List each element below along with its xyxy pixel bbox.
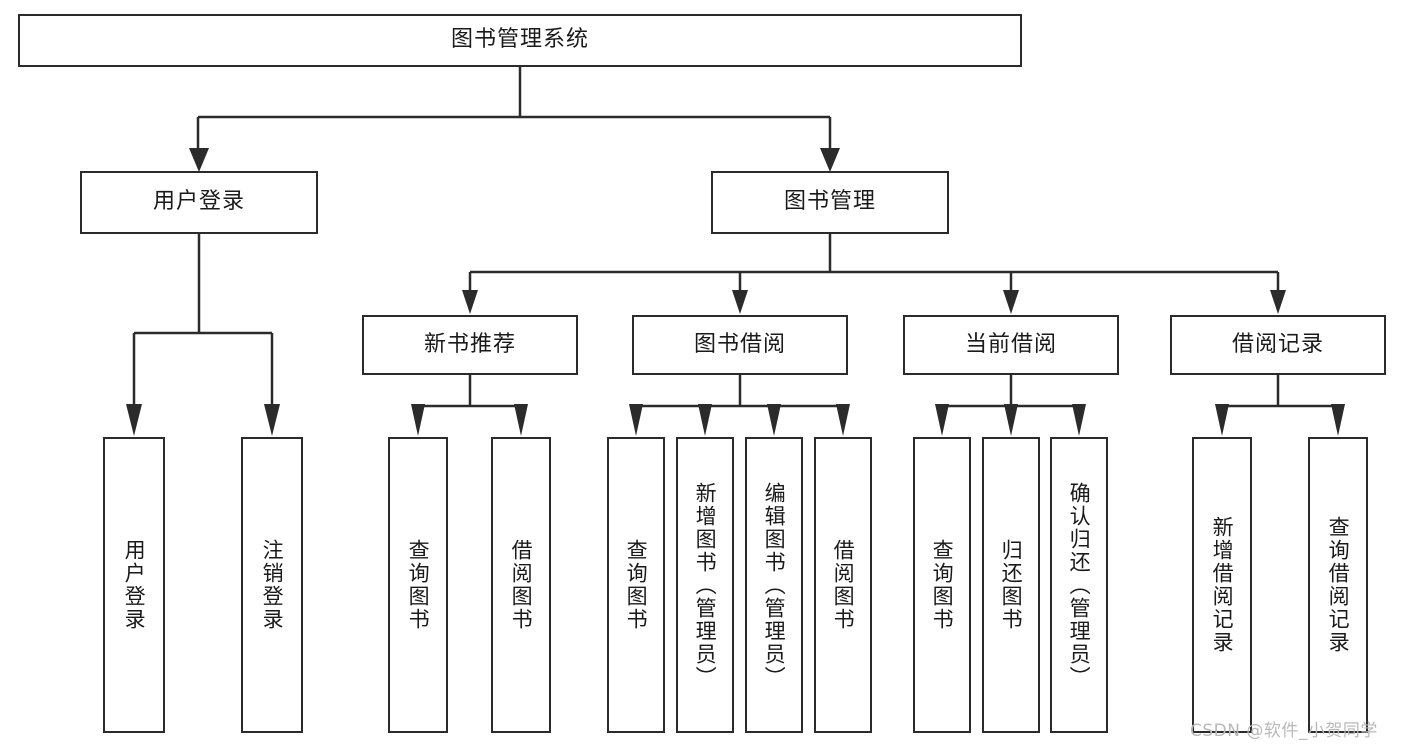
csdn-watermark: CSDN @软件_小贺同学: [1190, 721, 1378, 741]
leaf-user-login-logout[interactable]: 注销登录: [241, 437, 303, 733]
node-label: 查询图书: [930, 539, 955, 631]
node-label: 图书借阅: [693, 331, 786, 357]
node-root-book-management-system[interactable]: 图书管理系统: [18, 14, 1022, 67]
node-label: 图书管理: [783, 189, 876, 215]
node-label: 编辑图书（管理员）: [762, 481, 787, 689]
leaf-current-borrow-return-book[interactable]: 归还图书: [982, 437, 1040, 733]
node-label: 借阅图书: [831, 539, 856, 631]
node-current-borrow[interactable]: 当前借阅: [903, 315, 1119, 375]
node-book-borrow[interactable]: 图书借阅: [632, 315, 848, 375]
leaf-new-book-borrow-book[interactable]: 借阅图书: [491, 437, 551, 733]
leaf-current-borrow-query-book[interactable]: 查询图书: [913, 437, 971, 733]
leaf-borrow-record-query-record[interactable]: 查询借阅记录: [1308, 437, 1368, 733]
node-label: 确认归还（管理员）: [1067, 481, 1092, 689]
node-label: 用户登录: [122, 539, 147, 631]
leaf-user-login-login[interactable]: 用户登录: [103, 437, 165, 733]
node-label: 图书管理系统: [450, 27, 589, 53]
node-label: 查询图书: [624, 539, 649, 631]
leaf-book-borrow-add-book-admin[interactable]: 新增图书（管理员）: [676, 437, 734, 733]
leaf-current-borrow-confirm-return-admin[interactable]: 确认归还（管理员）: [1050, 437, 1108, 733]
leaf-borrow-record-add-record[interactable]: 新增借阅记录: [1192, 437, 1252, 733]
node-book-management[interactable]: 图书管理: [711, 171, 949, 234]
leaf-book-borrow-query-book[interactable]: 查询图书: [607, 437, 665, 733]
node-label: 用户登录: [152, 189, 245, 215]
node-new-book-recommend[interactable]: 新书推荐: [362, 315, 578, 375]
leaf-book-borrow-edit-book-admin[interactable]: 编辑图书（管理员）: [745, 437, 803, 733]
node-user-login[interactable]: 用户登录: [80, 171, 318, 234]
node-label: 查询图书: [406, 539, 431, 631]
node-label: 新增图书（管理员）: [693, 481, 718, 689]
node-label: 新增借阅记录: [1210, 516, 1235, 654]
node-label: 新书推荐: [423, 331, 516, 357]
node-label: 借阅记录: [1231, 331, 1324, 357]
leaf-book-borrow-borrow-book[interactable]: 借阅图书: [814, 437, 872, 733]
leaf-new-book-query-book[interactable]: 查询图书: [388, 437, 448, 733]
node-label: 注销登录: [260, 539, 285, 631]
node-borrow-record[interactable]: 借阅记录: [1170, 315, 1386, 375]
node-label: 当前借阅: [964, 331, 1057, 357]
node-label: 归还图书: [999, 539, 1024, 631]
node-label: 借阅图书: [509, 539, 534, 631]
node-label: 查询借阅记录: [1326, 516, 1351, 654]
